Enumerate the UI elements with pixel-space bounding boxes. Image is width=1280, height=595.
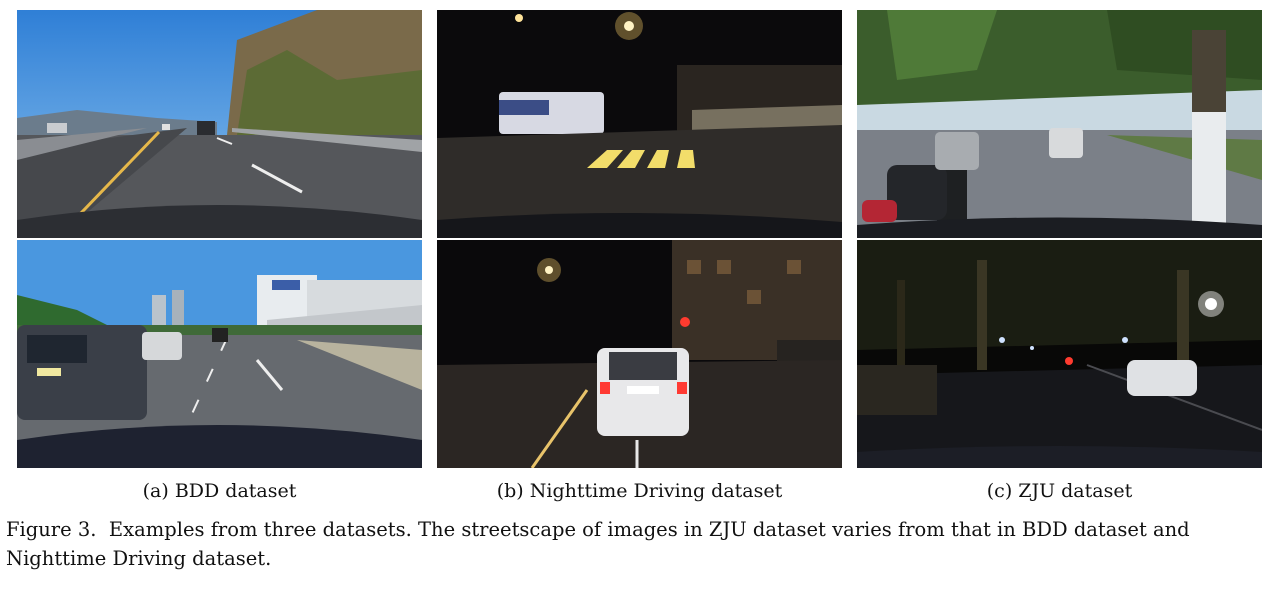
figure-caption: Figure 3. Examples from three datasets. … xyxy=(6,515,1274,573)
subcaption-zju: (c) ZJU dataset xyxy=(986,480,1133,502)
figure-caption-text: Examples from three datasets. The street… xyxy=(6,518,1190,570)
zju-night-photo xyxy=(857,240,1262,468)
zju-day-photo xyxy=(857,10,1262,238)
bdd-city-photo xyxy=(17,240,422,468)
subcaption-nighttime: (b) Nighttime Driving dataset xyxy=(496,480,783,502)
subcaption-bdd: (a) BDD dataset xyxy=(142,480,297,502)
figure-caption-label: Figure 3. xyxy=(6,518,97,541)
nighttime-car-photo xyxy=(437,240,842,468)
bdd-highway-photo xyxy=(17,10,422,238)
nighttime-bus-photo xyxy=(437,10,842,238)
